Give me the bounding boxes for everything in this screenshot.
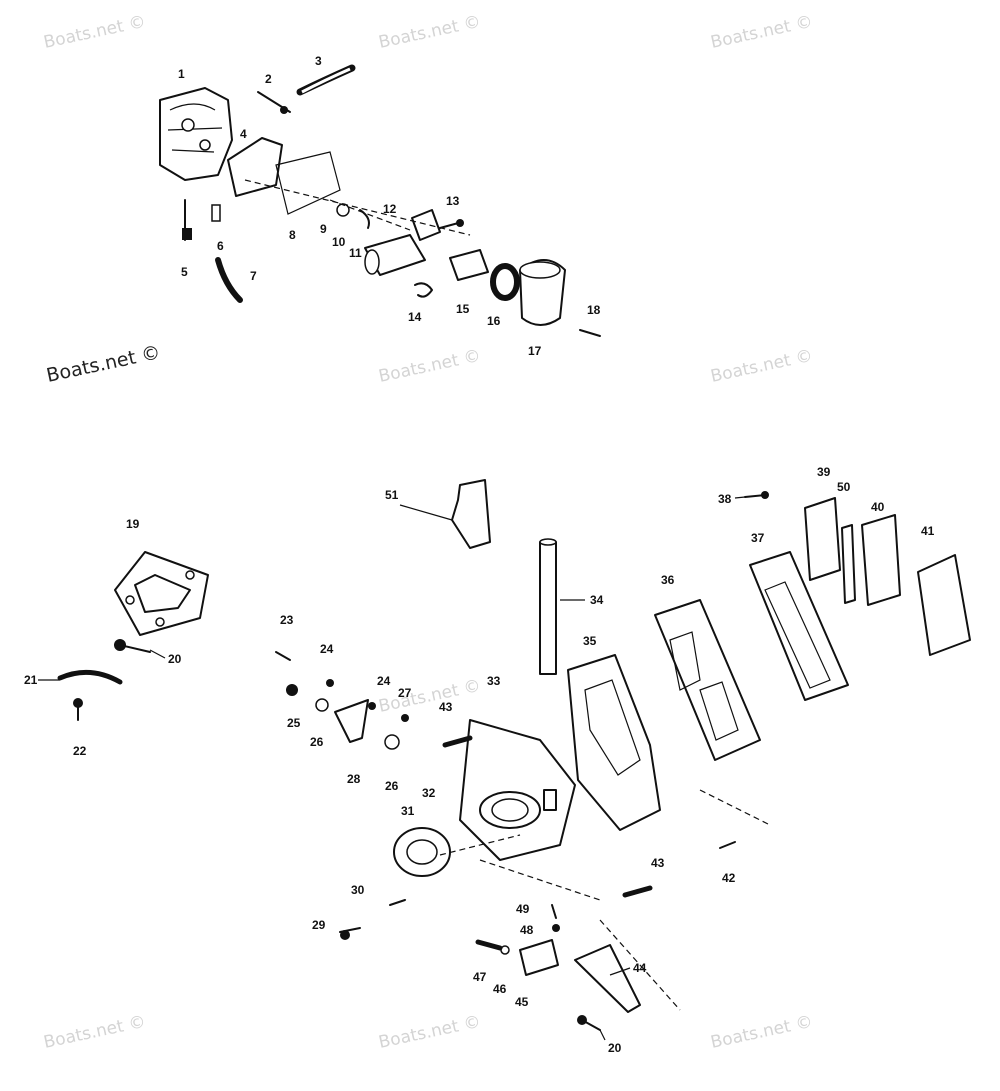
part-label: 51 xyxy=(385,488,399,502)
part-label: 8 xyxy=(289,228,296,242)
part-label: 5 xyxy=(181,265,188,279)
part-label: 2 xyxy=(265,72,272,86)
part-label: 3 xyxy=(315,54,322,68)
part-label: 44 xyxy=(633,961,647,975)
part-label: 26 xyxy=(310,735,324,749)
leader-lines xyxy=(38,496,746,1041)
part-label: 1 xyxy=(178,67,185,81)
part-label: 21 xyxy=(24,673,38,687)
part-label: 33 xyxy=(487,674,501,688)
part-label: 39 xyxy=(817,465,831,479)
part-label: 48 xyxy=(520,923,534,937)
part-label: 10 xyxy=(332,235,346,249)
part-label: 49 xyxy=(516,902,530,916)
part-label: 9 xyxy=(320,222,327,236)
part-label: 4 xyxy=(240,127,247,141)
part-label: 22 xyxy=(73,744,87,758)
watermark: Boats.net © xyxy=(377,12,483,53)
watermark: Boats.net © xyxy=(377,346,483,387)
part-label: 16 xyxy=(487,314,501,328)
watermark: Boats.net © xyxy=(377,1012,483,1053)
watermark: Boats.net © xyxy=(709,1012,815,1053)
part-label: 47 xyxy=(473,970,487,984)
watermark: Boats.net © xyxy=(44,341,162,387)
part-label: 32 xyxy=(422,786,436,800)
bottom-assembly-drawing xyxy=(57,479,971,1031)
part-label: 46 xyxy=(493,982,507,996)
part-label: 14 xyxy=(408,310,422,324)
part-label: 41 xyxy=(921,524,935,538)
part-label: 50 xyxy=(837,480,851,494)
part-label: 43 xyxy=(439,700,453,714)
part-number-labels: 1 2 3 4 5 6 7 8 9 10 11 12 13 14 15 16 1… xyxy=(24,54,935,1055)
part-label: 24 xyxy=(377,674,391,688)
part-label: 35 xyxy=(583,634,597,648)
part-label: 15 xyxy=(456,302,470,316)
part-label: 28 xyxy=(347,772,361,786)
top-assembly-drawing xyxy=(159,64,601,337)
part-label: 42 xyxy=(722,871,736,885)
part-label: 17 xyxy=(528,344,542,358)
part-label: 7 xyxy=(250,269,257,283)
part-label: 34 xyxy=(590,593,604,607)
part-label: 25 xyxy=(287,716,301,730)
part-label: 31 xyxy=(401,804,415,818)
part-label: 38 xyxy=(718,492,732,506)
watermark: Boats.net © xyxy=(709,346,815,387)
part-label: 18 xyxy=(587,303,601,317)
part-label: 19 xyxy=(126,517,140,531)
part-label: 24 xyxy=(320,642,334,656)
part-label: 13 xyxy=(446,194,460,208)
part-label: 6 xyxy=(217,239,224,253)
part-label: 20 xyxy=(608,1041,622,1055)
watermark-layer: Boats.net © Boats.net © Boats.net © Boat… xyxy=(42,12,815,1053)
watermark: Boats.net © xyxy=(42,12,148,53)
part-label: 29 xyxy=(312,918,326,932)
part-label: 23 xyxy=(280,613,294,627)
part-label: 36 xyxy=(661,573,675,587)
part-label: 45 xyxy=(515,995,529,1009)
part-label: 37 xyxy=(751,531,765,545)
watermark: Boats.net © xyxy=(377,676,483,717)
part-label: 43 xyxy=(651,856,665,870)
part-label: 30 xyxy=(351,883,365,897)
watermark: Boats.net © xyxy=(42,1012,148,1053)
watermark: Boats.net © xyxy=(709,12,815,53)
part-label: 12 xyxy=(383,202,397,216)
part-label: 26 xyxy=(385,779,399,793)
part-label: 11 xyxy=(349,246,362,260)
part-label: 20 xyxy=(168,652,182,666)
part-label: 40 xyxy=(871,500,885,514)
part-label: 27 xyxy=(398,686,412,700)
